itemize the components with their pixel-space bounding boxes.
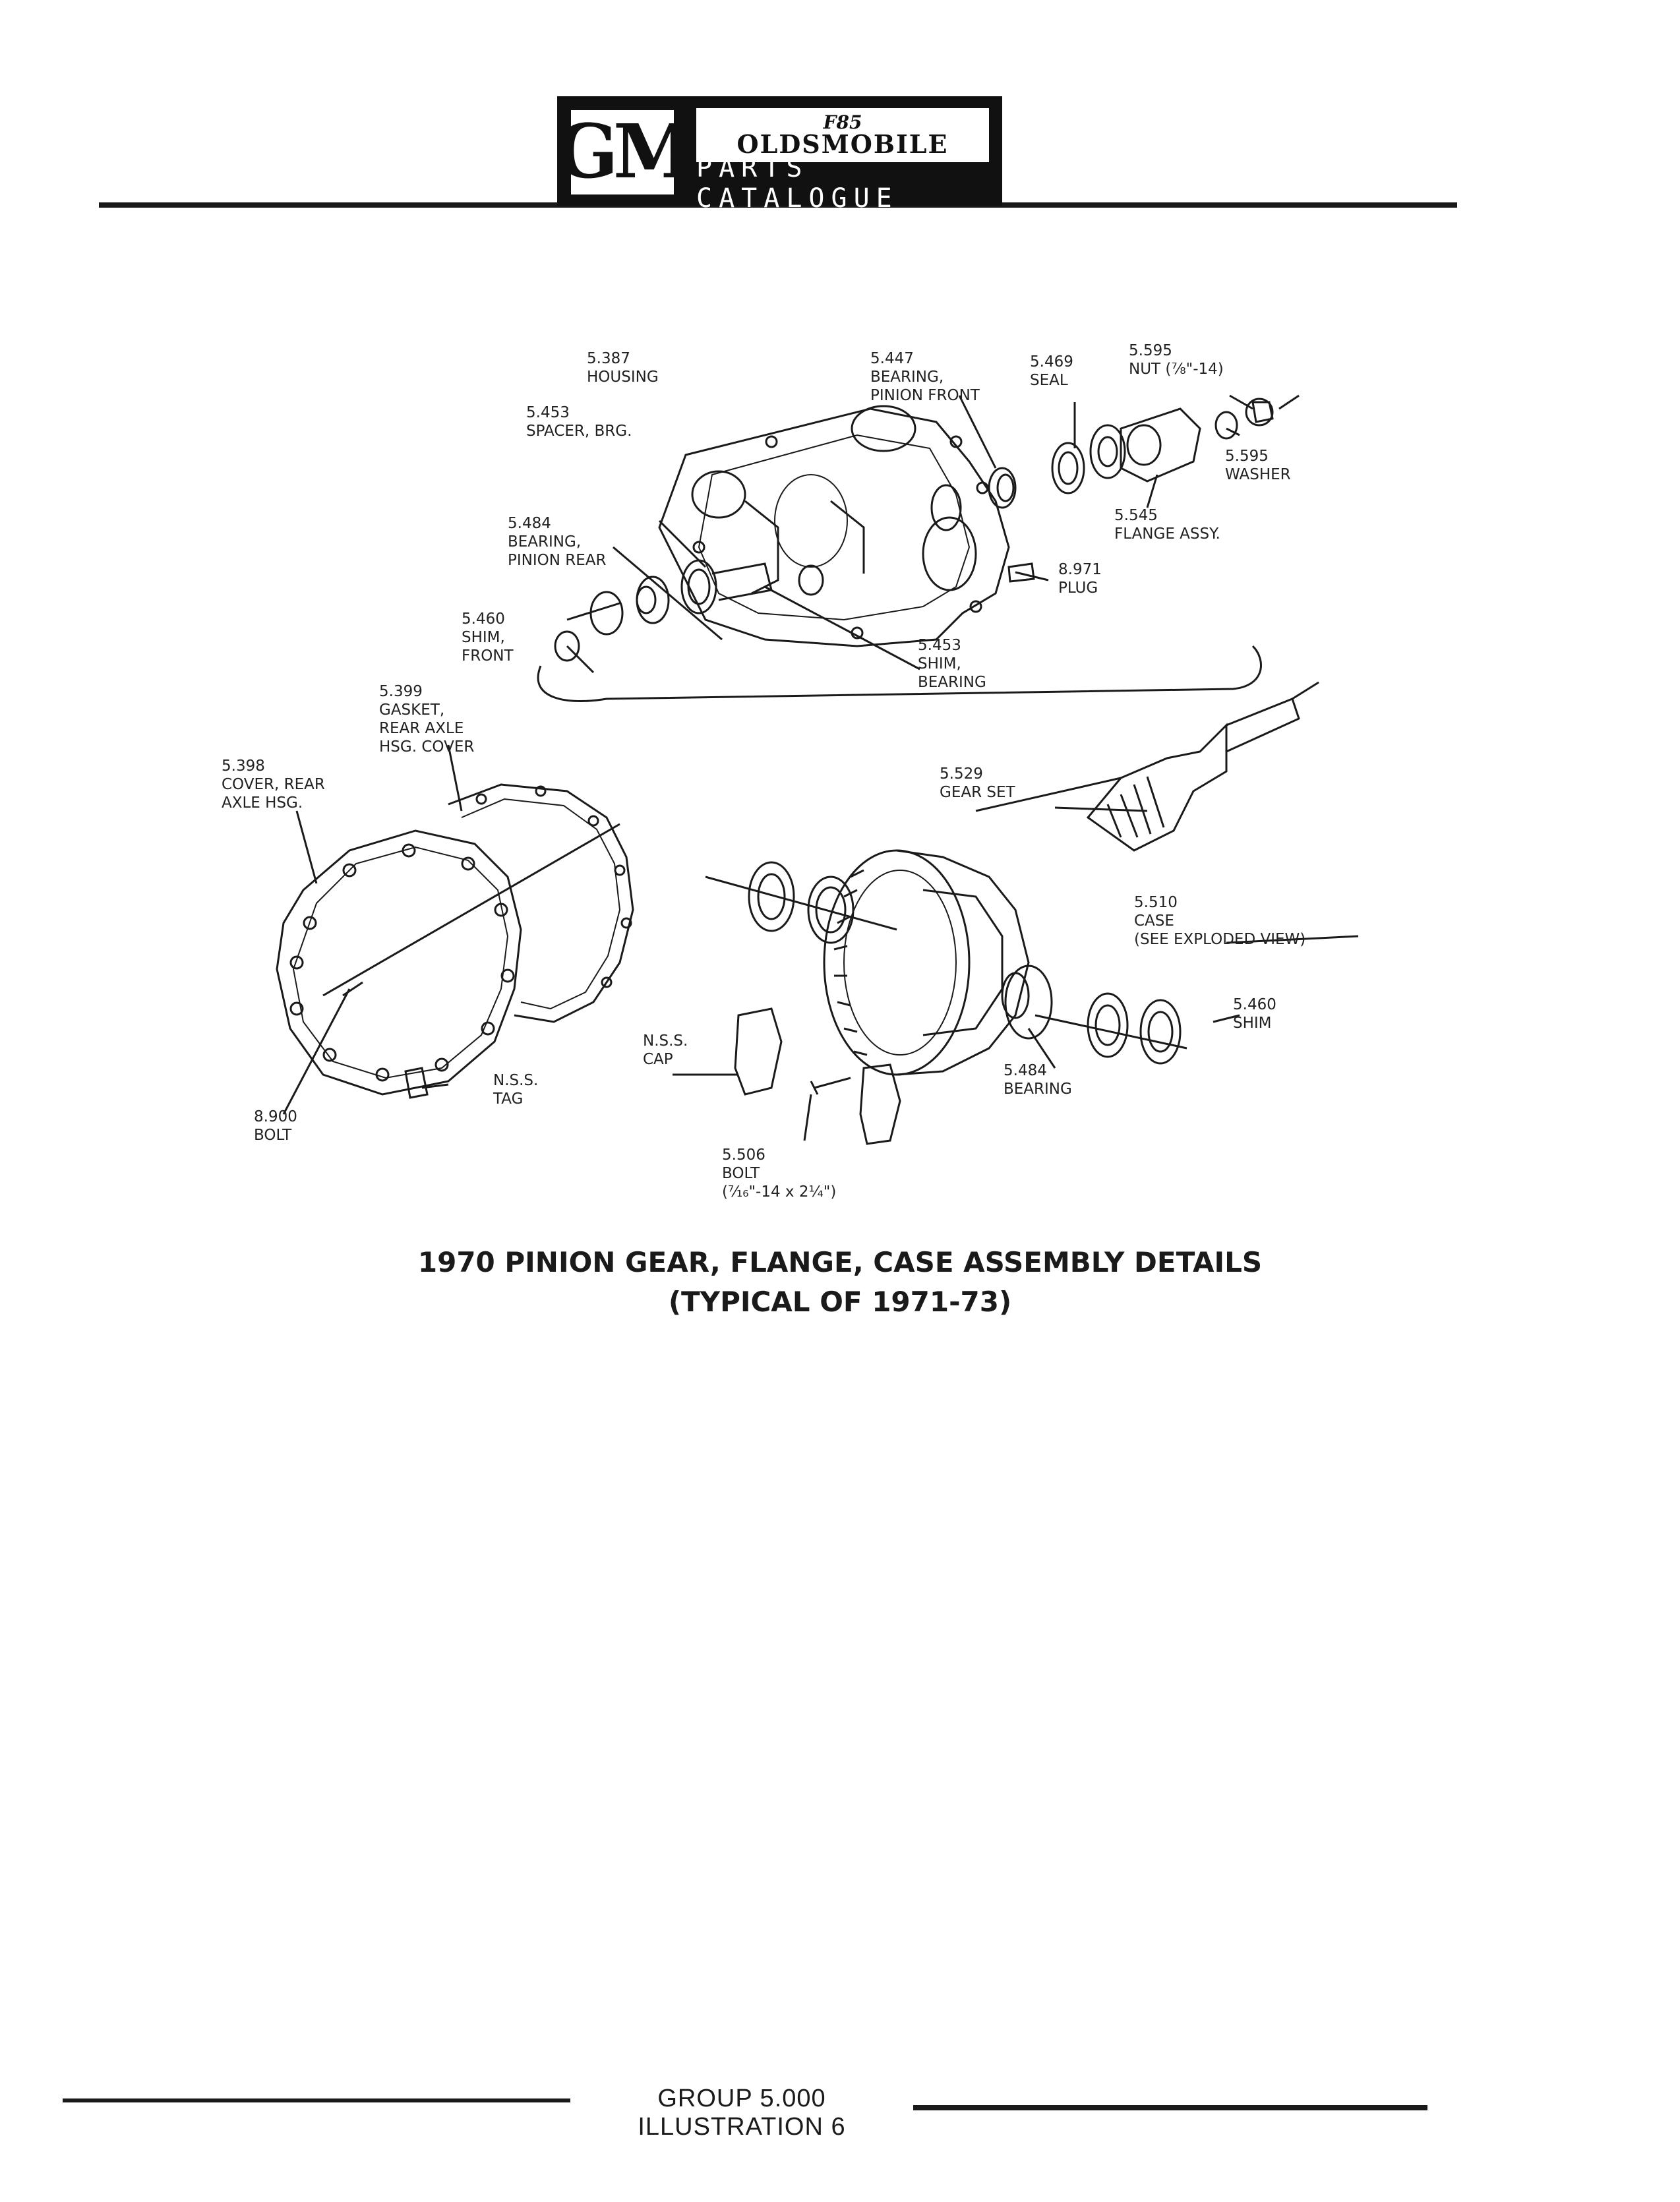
label-washer: 5.595 WASHER [1225, 448, 1291, 483]
label-bearing-pinion-front: 5.447 BEARING, PINION FRONT [870, 350, 980, 404]
label-nut: 5.595 NUT (⁷⁄₈"-14) [1129, 342, 1224, 378]
axle-housing-drawing [658, 405, 1010, 647]
label-nss-cap: N.S.S. CAP [643, 1032, 688, 1068]
brand-name: OLDSMOBILE [736, 129, 949, 159]
oldsmobile-logo: F85 OLDSMOBILE [696, 108, 989, 162]
label-bearing-pinion-rear: 5.484 BEARING, PINION REAR [508, 515, 607, 569]
label-bolt-cover: 8.900 BOLT [254, 1108, 297, 1144]
axle-cover-drawing [276, 829, 522, 1096]
label-housing: 5.387 HOUSING [587, 350, 659, 386]
label-shim: 5.460 SHIM [1233, 996, 1276, 1032]
label-bolt-cap: 5.506 BOLT (⁷⁄₁₆"-14 x 2¼") [722, 1146, 837, 1201]
exploded-diagram [276, 394, 1359, 1145]
label-gasket: 5.399 GASKET, REAR AXLE HSG. COVER [379, 683, 475, 756]
gm-logo: GM [555, 110, 695, 194]
caption-title: 1970 PINION GEAR, FLANGE, CASE ASSEMBLY … [417, 1246, 1263, 1278]
label-plug: 8.971 PLUG [1058, 561, 1102, 597]
pinion-gear-drawing [1086, 681, 1319, 852]
label-case: 5.510 CASE (SEE EXPLODED VIEW) [1134, 894, 1306, 948]
caption-subtitle: (TYPICAL OF 1971-73) [668, 1286, 1012, 1318]
label-gear-set: 5.529 GEAR SET [940, 765, 1015, 801]
label-nss-tag: N.S.S. TAG [493, 1072, 539, 1108]
gasket-drawing [448, 783, 634, 1023]
f85-emblem: F85 [823, 111, 862, 133]
label-shim-front: 5.460 SHIM, FRONT [462, 610, 514, 665]
catalog-title: PARTS CATALOGUE [696, 153, 899, 214]
footer-rule-left [63, 2098, 570, 2102]
label-shim-bearing: 5.453 SHIM, BEARING [918, 637, 986, 691]
label-spacer-brg: 5.453 SPACER, BRG. [526, 404, 632, 440]
ring-gear-case-drawing [823, 849, 1053, 1076]
label-cover: 5.398 COVER, REAR AXLE HSG. [222, 758, 325, 812]
label-bearing-case: 5.484 BEARING [1004, 1062, 1072, 1098]
label-seal: 5.469 SEAL [1030, 353, 1073, 389]
label-flange-assy: 5.545 FLANGE ASSY. [1114, 507, 1220, 543]
footer-rule-right [913, 2105, 1427, 2110]
footer-text: GROUP 5.000 ILLUSTRATION 6 [638, 2085, 846, 2141]
gm-logo-text: GM [555, 109, 695, 195]
